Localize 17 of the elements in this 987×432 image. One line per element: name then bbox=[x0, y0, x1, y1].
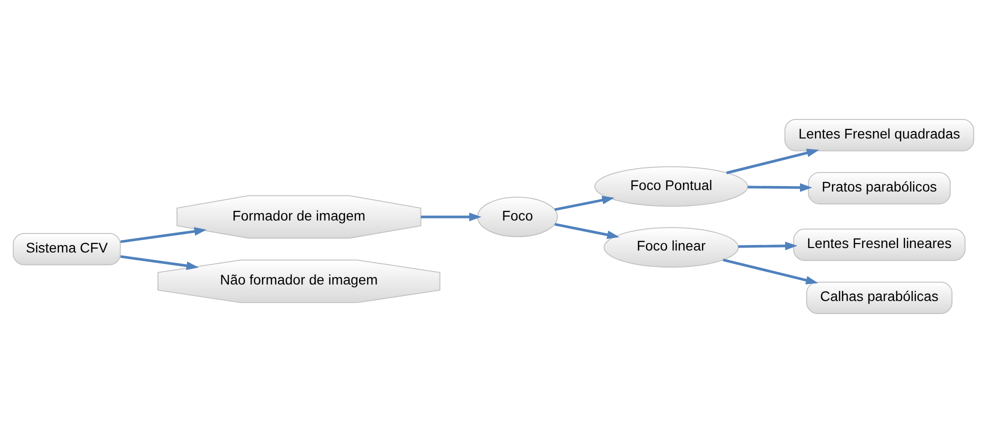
node-box: Lentes Fresnel lineares bbox=[793, 228, 966, 260]
arrow bbox=[726, 148, 820, 174]
arrow bbox=[554, 195, 614, 210]
arrow bbox=[120, 254, 199, 270]
node-box: Sistema CFV bbox=[12, 232, 121, 265]
node-ellipse: Foco bbox=[477, 196, 558, 237]
node-ellipse: Foco Pontual bbox=[594, 166, 748, 206]
arrow bbox=[120, 226, 207, 243]
arrow bbox=[554, 222, 620, 238]
node-box: Lentes Fresnel quadradas bbox=[784, 118, 974, 151]
arrow bbox=[722, 258, 818, 284]
node-box: Pratos parabólicos bbox=[808, 172, 951, 204]
node-ellipse: Foco linear bbox=[604, 226, 739, 268]
arrow bbox=[420, 212, 482, 221]
arrow bbox=[738, 241, 798, 250]
arrow bbox=[748, 182, 812, 192]
node-box: Calhas parabólicas bbox=[806, 281, 952, 314]
